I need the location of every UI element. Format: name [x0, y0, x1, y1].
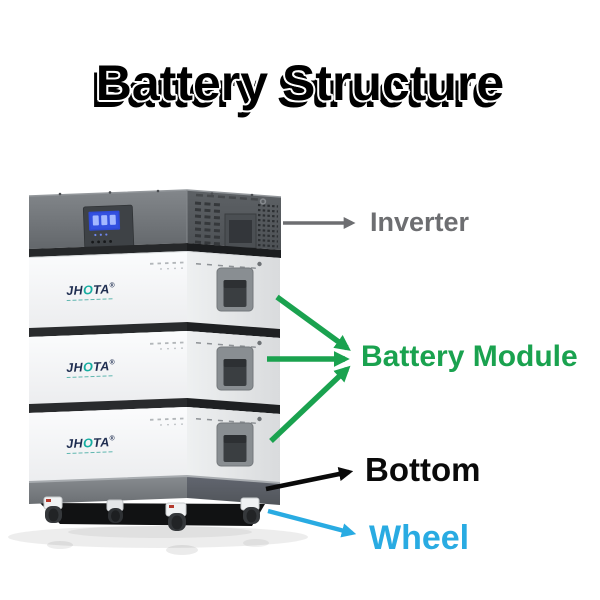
brand-text: TA: [92, 435, 110, 450]
brand-text: JH: [66, 436, 84, 451]
brand-text: TA: [92, 282, 110, 297]
handle-screw: [257, 261, 262, 267]
battery-module-arrow-top: [275, 294, 351, 351]
panel-buttons: [91, 240, 112, 244]
battery-module-2: [28, 331, 281, 416]
led-indicators: [94, 233, 108, 237]
module-handle: [216, 416, 262, 467]
brand-logo: JHOTA®: [66, 359, 116, 379]
brand-logo: JHOTA®: [66, 282, 116, 302]
brand-text: JH: [66, 283, 84, 298]
wheel-arrow: [267, 508, 357, 538]
bottom-arrow: [265, 466, 354, 492]
chassis-underside: [40, 503, 265, 526]
battery-module-arrow-bottom: [269, 365, 351, 443]
battery-module-3: [29, 407, 280, 483]
inverter-perforation: [257, 203, 279, 248]
ground-shadow: [8, 526, 308, 555]
battery-module-label: Battery Module: [361, 340, 578, 373]
handle-screw: [257, 340, 262, 346]
caster-wheels: [43, 496, 260, 531]
wheel-sticker: [169, 505, 174, 508]
handle-screw: [257, 416, 262, 422]
wheel-mid-left: [106, 499, 124, 523]
brand-text-accent: O: [82, 359, 94, 375]
wheel-front: [165, 502, 187, 531]
wheel-label: Wheel: [369, 519, 470, 557]
inverter-unit: [28, 189, 282, 260]
brand-text: TA: [92, 359, 110, 374]
bottom-label: Bottom: [365, 451, 481, 488]
brand-logo: JHOTA®: [66, 435, 116, 455]
registered-mark: ®: [109, 435, 116, 443]
inverter-vents: [194, 201, 222, 246]
wheel-right: [240, 497, 260, 524]
battery-module-1: [28, 252, 281, 340]
annotation-arrows: [265, 217, 357, 538]
page-title: Battery Structure: [95, 55, 505, 111]
inverter-port-panel: [224, 213, 257, 249]
wheel-left: [43, 496, 63, 523]
inverter-label: Inverter: [370, 207, 470, 237]
side-knob-center: [261, 199, 265, 204]
brand-text-accent: O: [82, 282, 94, 298]
brand-text: JH: [66, 360, 84, 375]
wheel-sticker: [46, 499, 51, 502]
registered-mark: ®: [109, 282, 116, 290]
inverter-display: [82, 204, 135, 250]
lcd-digits: [92, 214, 116, 226]
brand-text-accent: O: [82, 435, 94, 451]
registered-mark: ®: [109, 359, 116, 367]
screw-dots: [58, 189, 254, 197]
module-handle: [216, 261, 262, 312]
module-handle: [216, 340, 262, 391]
